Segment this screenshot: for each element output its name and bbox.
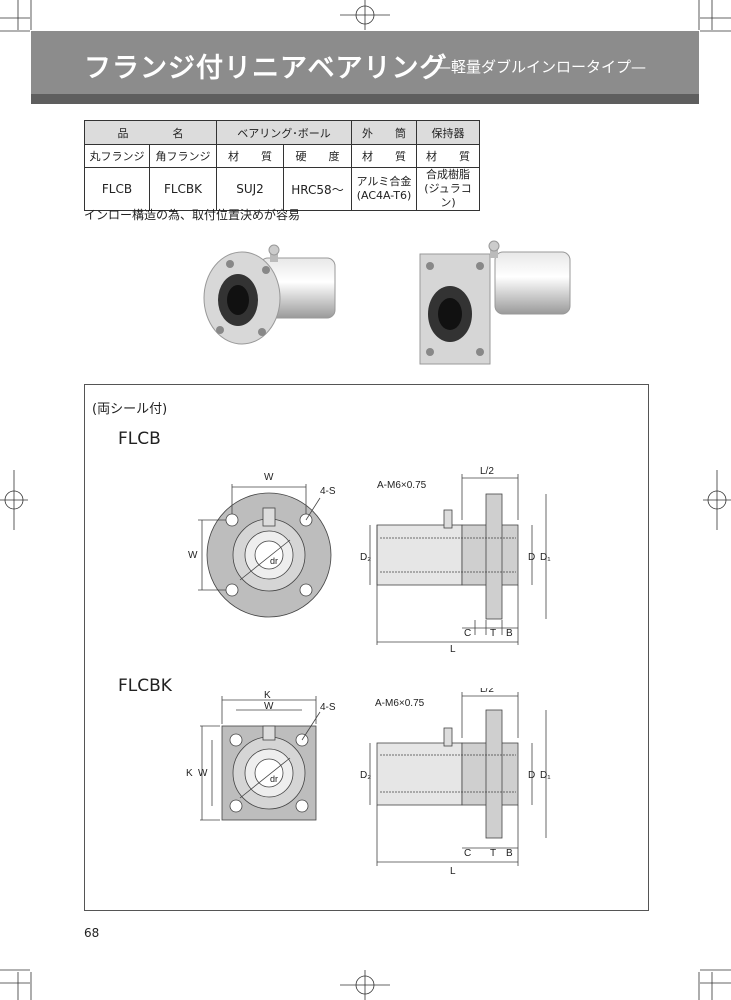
cell-retainer: 合成樹脂 (ジュラコン) — [416, 167, 480, 211]
th-mat3: 材 質 — [416, 144, 480, 168]
th-square: 角フランジ — [149, 144, 217, 168]
dim-b: B — [506, 628, 513, 639]
flcbk-drawing: K W 4-S K W dr A-M6×0.75 L/2 D₂ D D₁ C T… — [186, 688, 551, 877]
flcb-photo — [203, 244, 336, 345]
dim-w-top: W — [264, 472, 274, 483]
cell-round: FLCB — [84, 167, 150, 211]
cell-outer-1: アルミ合金 — [356, 175, 412, 188]
dim-a: A-M6×0.75 — [377, 480, 427, 491]
page-title: フランジ付リニアベアリング — [84, 53, 448, 84]
cell-ret-1: 合成樹脂 — [426, 168, 470, 181]
th-bearing: ベアリング･ボール — [216, 120, 352, 145]
dim-k-top: K — [264, 690, 271, 701]
dim-d1-b: D₁ — [540, 770, 551, 781]
dim-d1: D₁ — [540, 552, 551, 563]
dim-k-side: K — [186, 768, 193, 779]
model-label-flcb: FLCB — [118, 429, 161, 449]
cell-outer-2: (AC4A-T6) — [356, 189, 412, 202]
dim-d2-b: D₂ — [360, 770, 371, 781]
dim-dr-b: dr — [270, 774, 278, 784]
frame-label: (両シール付) — [92, 402, 168, 417]
th-retainer: 保持器 — [416, 120, 480, 145]
cell-hard: HRC58〜 — [283, 167, 352, 211]
dim-l: L — [450, 644, 456, 655]
dim-b-b: B — [506, 848, 513, 859]
dim-dr: dr — [270, 556, 278, 566]
cell-outer: アルミ合金 (AC4A-T6) — [351, 167, 417, 211]
page-subtitle: —軽量ダブルインロータイプ— — [436, 58, 647, 76]
product-photos — [203, 240, 571, 365]
header-banner — [31, 31, 699, 104]
th-hard: 硬 度 — [283, 144, 352, 168]
th-mat2: 材 質 — [351, 144, 417, 168]
dim-w-side-b: W — [198, 768, 208, 779]
spec-table: 品 名 ベアリング･ボール 外 筒 保持器 丸フランジ 角フランジ 材 質 硬 … — [84, 120, 480, 211]
flcb-drawing: W 4-S W dr A-M6×0.75 L/2 D₂ D D₁ C T B L — [188, 466, 551, 655]
cell-square: FLCBK — [149, 167, 217, 211]
cell-ret-2: (ジュラコン) — [424, 182, 472, 209]
cell-mat: SUJ2 — [216, 167, 284, 211]
th-name: 品 名 — [84, 120, 217, 145]
dim-l2: L/2 — [480, 466, 494, 477]
dim-l2-b: L/2 — [480, 688, 494, 695]
page-number: 68 — [84, 926, 100, 940]
th-mat1: 材 質 — [216, 144, 284, 168]
th-outer: 外 筒 — [351, 120, 417, 145]
dim-d-b: D — [528, 770, 535, 781]
dim-d2: D₂ — [360, 552, 371, 563]
th-round: 丸フランジ — [84, 144, 150, 168]
model-label-flcbk: FLCBK — [118, 676, 172, 696]
dim-d: D — [528, 552, 535, 563]
dim-s: 4-S — [320, 486, 336, 497]
dim-c: C — [464, 628, 471, 639]
dim-a-b: A-M6×0.75 — [375, 698, 425, 709]
dim-w-side: W — [188, 550, 198, 561]
dim-w-top-b: W — [264, 701, 274, 712]
dim-s-b: 4-S — [320, 702, 336, 713]
dim-t: T — [490, 628, 496, 639]
dim-t-b: T — [490, 848, 496, 859]
feature-note: インロー構造の為、取付位置決めが容易 — [84, 208, 301, 222]
flcbk-photo — [419, 240, 571, 365]
drawing-frame — [84, 384, 649, 911]
dim-c-b: C — [464, 848, 471, 859]
dim-l-b: L — [450, 866, 456, 877]
